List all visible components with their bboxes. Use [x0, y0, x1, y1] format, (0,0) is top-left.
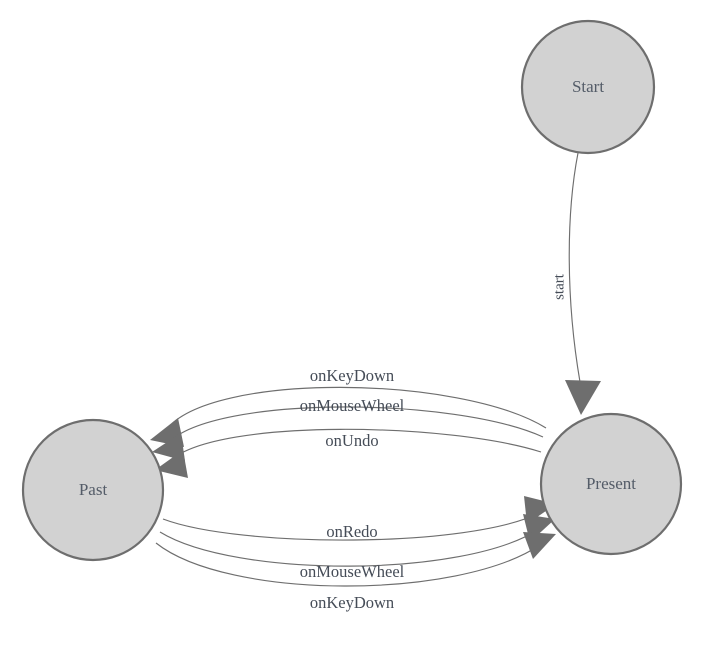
edge-label-onredo: onRedo [326, 522, 377, 541]
node-past-label: Past [79, 480, 108, 499]
edge-label-onmousewheel-undo: onMouseWheel [300, 396, 405, 415]
node-start[interactable]: Start [520, 19, 656, 155]
node-start-circle [520, 19, 656, 155]
edge-present-to-past-onmousewheel-path [167, 406, 544, 444]
edge-present-to-past-onmousewheel[interactable] [152, 406, 544, 461]
node-present-circle [539, 412, 683, 556]
node-past-circle [21, 418, 165, 562]
edge-label-start: start [551, 273, 567, 300]
edge-start-to-present[interactable] [565, 152, 601, 415]
edge-label-onkeydown-undo: onKeyDown [310, 366, 394, 385]
node-present-label: Present [586, 474, 636, 493]
edge-past-to-present-onkeydown[interactable] [155, 532, 556, 587]
edge-present-to-past-onundo-path [170, 428, 542, 461]
edge-start-path [568, 152, 581, 383]
node-start-label: Start [572, 77, 604, 96]
edge-present-to-past-onkeydown-path [165, 386, 547, 431]
arrowhead-present-to-past-onundo [155, 450, 188, 478]
node-present[interactable]: Present [539, 412, 683, 556]
edge-label-onmousewheel-redo: onMouseWheel [300, 562, 405, 581]
arrowhead-start-to-present [565, 380, 601, 415]
edge-past-to-present-onredo-path [162, 512, 540, 541]
edge-past-to-present-onkeydown-path [155, 542, 541, 587]
edge-past-to-present-onmousewheel-path [159, 528, 540, 567]
edge-present-to-past-onundo[interactable] [155, 428, 542, 478]
node-past[interactable]: Past [21, 418, 165, 562]
arrowhead-past-to-present-onkeydown [523, 532, 556, 559]
edge-label-onundo: onUndo [325, 431, 378, 450]
edge-label-onkeydown-redo: onKeyDown [310, 593, 394, 612]
arrowhead-present-to-past-onmousewheel [152, 433, 185, 461]
